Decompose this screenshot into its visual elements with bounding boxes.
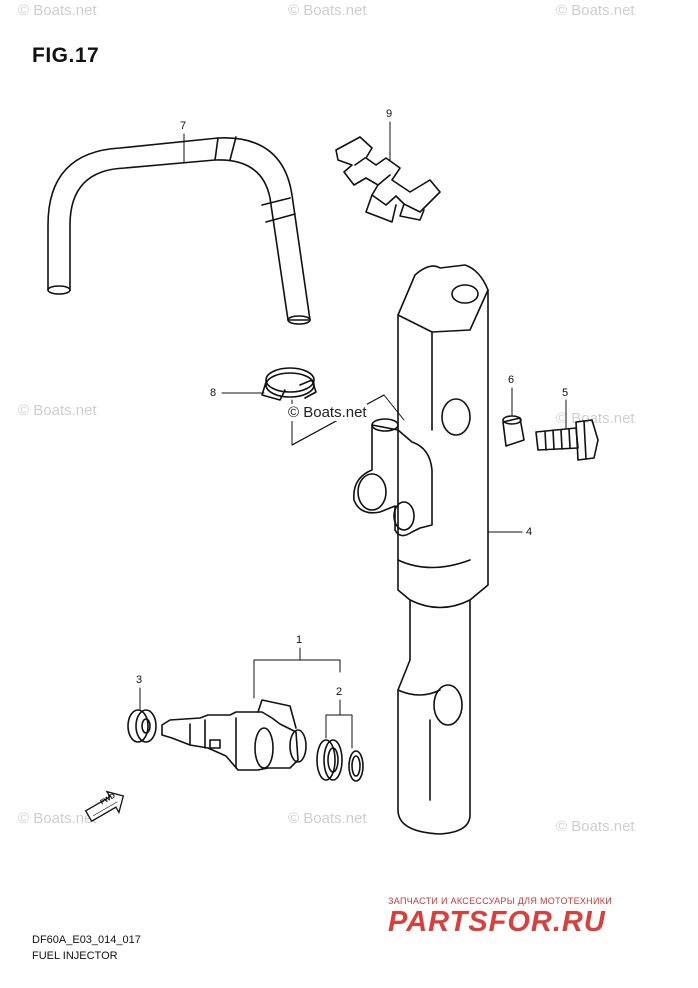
fuel-injector-part-1 [161,699,307,771]
watermark: © Boats.net [18,2,97,19]
figure-code: DF60A_E03_014_017 [32,934,141,946]
fuel-hose-part-7 [47,136,311,325]
watermark: © Boats.net [556,818,635,835]
callout-6: 6 [508,374,515,386]
callout-5: 5 [562,387,569,399]
watermark: © Boats.net [556,2,635,19]
leader-lines [139,121,567,749]
callout-2: 2 [336,686,343,698]
watermark: © Boats.net [288,2,367,19]
watermark: © Boats.net [18,810,97,827]
callout-3: 3 [136,674,143,686]
callout-9: 9 [386,108,393,120]
shop-logo: PARTSFOR.RU [388,906,606,938]
o-rings-part-2 [316,739,364,782]
spacer-part-6 [502,415,525,447]
seal-part-3 [127,709,157,743]
clip-part-9 [335,136,441,223]
callout-8: 8 [210,387,217,399]
figure-title: FIG.17 [32,44,100,67]
fuel-rail-part-4 [397,264,489,835]
watermark: © Boats.net [18,402,97,419]
figure-caption: FUEL INJECTOR [32,950,118,962]
watermark: © Boats.net [288,810,367,827]
hose-clamp-part-8 [261,367,317,401]
center-watermark: © Boats.net [288,404,367,421]
callout-7: 7 [180,120,187,132]
callout-4: 4 [526,526,533,538]
fwd-arrow-icon [84,790,125,823]
callout-1: 1 [296,634,303,646]
bolt-part-5 [535,419,599,461]
rail-hose-connector [353,418,433,537]
shop-tagline: ЗАПЧАСТИ И АКСЕССУАРЫ ДЛЯ МОТОТЕХНИКИ [388,896,613,906]
